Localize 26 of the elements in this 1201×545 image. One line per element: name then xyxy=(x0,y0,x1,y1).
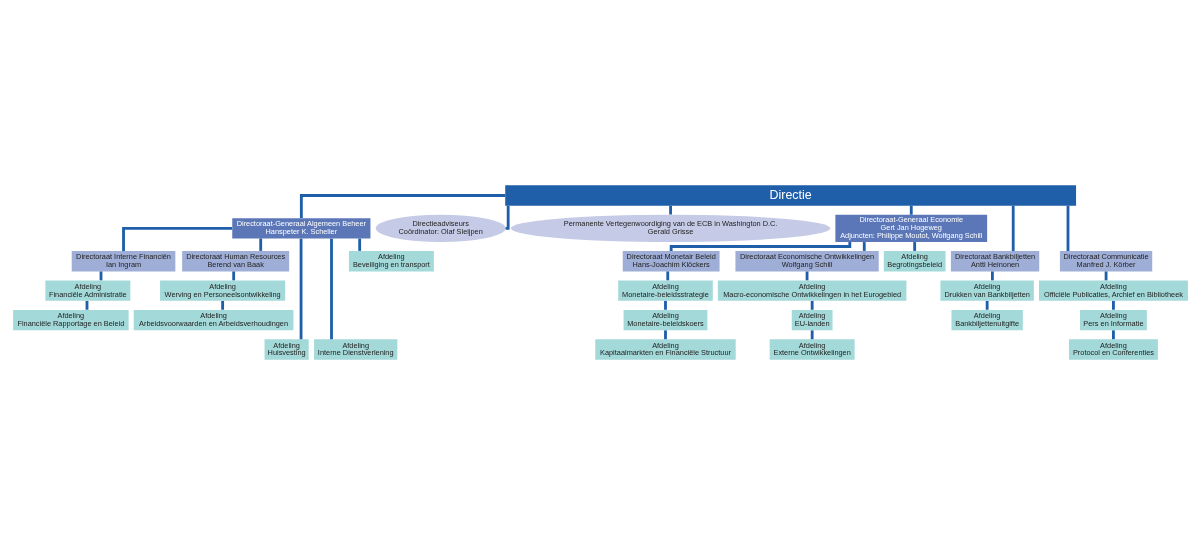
connector xyxy=(1112,300,1115,310)
connector xyxy=(330,238,333,340)
connector xyxy=(990,271,994,281)
connector xyxy=(666,271,670,281)
connector xyxy=(232,271,236,281)
connector xyxy=(505,205,510,230)
connector xyxy=(664,330,667,340)
connector xyxy=(221,300,225,310)
connector xyxy=(299,238,303,340)
connector xyxy=(299,194,506,219)
connector xyxy=(358,238,362,251)
connector xyxy=(909,205,913,215)
node-box: Directie xyxy=(505,185,1077,206)
connector xyxy=(1112,330,1115,340)
connector xyxy=(664,300,667,310)
connector xyxy=(985,300,989,310)
connector xyxy=(862,242,866,251)
connector xyxy=(1066,205,1070,251)
connector xyxy=(1011,205,1015,251)
connector xyxy=(669,205,672,215)
connector xyxy=(122,226,233,251)
connector xyxy=(913,242,917,251)
connector xyxy=(259,238,263,251)
connector xyxy=(669,242,852,251)
connector xyxy=(810,330,814,340)
connector xyxy=(810,300,814,310)
